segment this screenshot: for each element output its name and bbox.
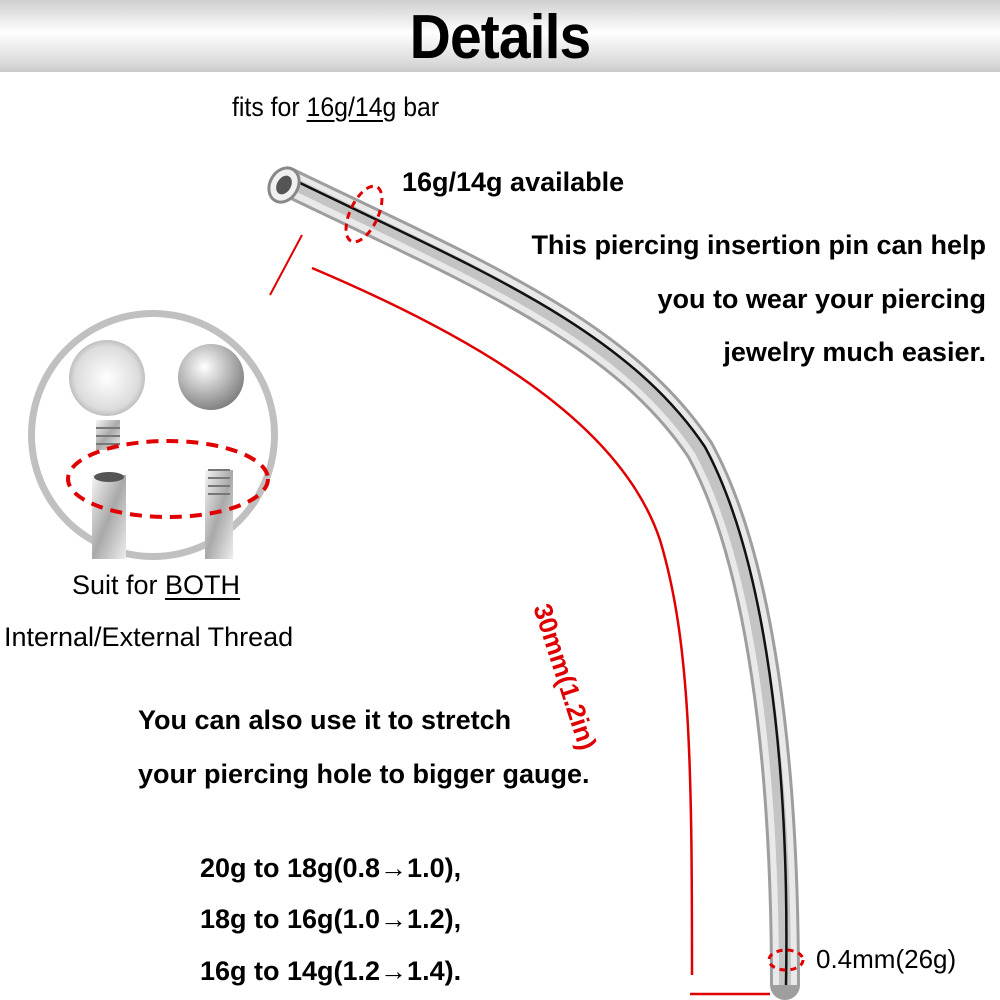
description-line-1: This piercing insertion pin can help	[531, 230, 986, 260]
thread-caption-line-1: Suit for BOTH	[72, 570, 241, 600]
dimension-tick-top	[269, 234, 303, 296]
stretch-text-line-2: your piercing hole to bigger gauge.	[138, 759, 590, 789]
thread-detail-circle	[28, 310, 278, 560]
external-thread-post	[205, 470, 233, 559]
dimension-arc	[311, 266, 694, 976]
gem-top	[69, 340, 145, 416]
both-emphasis: BOTH	[165, 570, 241, 600]
gauge-step-2: 18g to 16g(1.0→1.2),	[200, 904, 462, 934]
description-line-3: jewelry much easier.	[723, 337, 986, 367]
header-bar: Details	[0, 0, 1000, 72]
gauge-marker	[344, 184, 384, 244]
internal-thread-post	[92, 475, 126, 559]
thread-highlight	[66, 439, 270, 519]
fits-caption: fits for 16g/14g bar	[232, 92, 440, 122]
thread-caption-line-2: Internal/External Thread	[4, 622, 294, 652]
fits-gauge: 16g/14g	[306, 92, 397, 122]
ball-top	[178, 344, 244, 410]
gauge-step-1: 20g to 18g(0.8→1.0),	[200, 853, 462, 883]
stretch-text-line-1: You can also use it to stretch	[138, 705, 512, 735]
description-line-2: you to wear your piercing	[657, 284, 986, 314]
page-title: Details	[409, 3, 592, 72]
gauge-available-label: 16g/14g available	[402, 167, 625, 197]
insertion-pin	[267, 166, 800, 1000]
tip-marker	[767, 948, 805, 972]
tip-size-label: 0.4mm(26g)	[816, 944, 957, 974]
gauge-step-3: 16g to 14g(1.2→1.4).	[200, 956, 462, 986]
